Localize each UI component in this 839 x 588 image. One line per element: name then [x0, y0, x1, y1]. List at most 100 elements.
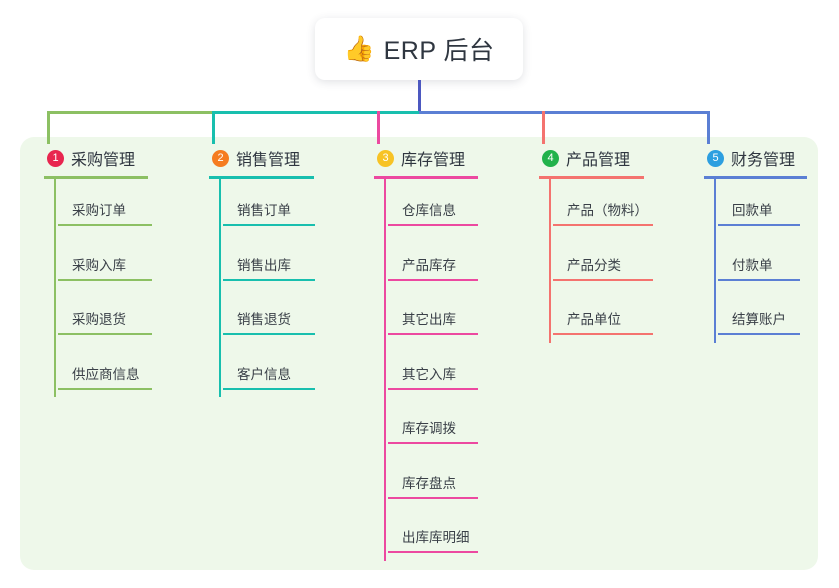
branch-spine-4 — [549, 179, 551, 343]
branch-item-rule — [223, 278, 315, 281]
branch-item[interactable]: 付款单 — [718, 234, 807, 289]
branch-item-label: 其它入库 — [402, 366, 456, 382]
branch-badge-4: 4 — [542, 149, 559, 167]
branch-item-rule — [718, 224, 800, 226]
branch-item-rule — [718, 333, 800, 335]
branch-items-1: 采购订单采购入库采购退货供应商信息 — [44, 179, 152, 397]
branch-item-label: 供应商信息 — [72, 366, 140, 382]
branch-spine-1 — [54, 179, 56, 397]
branch-item-label: 采购退货 — [72, 312, 126, 327]
branch-item-label: 产品（物料） — [567, 203, 648, 218]
branch-3: 3 库存管理仓库信息产品库存其它出库其它入库库存调拨库存盘点出库库明细 — [374, 145, 478, 561]
branch-item[interactable]: 回款单 — [718, 179, 807, 234]
branch-item-rule — [388, 387, 478, 390]
branch-item-rule — [388, 224, 478, 226]
branch-rule-5 — [704, 176, 807, 179]
branch-item-rule — [388, 442, 478, 444]
branch-item-label: 销售出库 — [237, 257, 291, 273]
branch-item[interactable]: 仓库信息 — [388, 179, 478, 234]
branch-item-label: 回款单 — [732, 203, 773, 218]
branch-item[interactable]: 产品分类 — [553, 234, 653, 289]
branch-item-label: 其它出库 — [402, 312, 456, 327]
branch-badge-2: 2 — [212, 149, 229, 167]
branch-item[interactable]: 采购退货 — [58, 288, 152, 343]
branch-item-rule — [388, 333, 478, 335]
branch-items-4: 产品（物料） 产品分类产品单位 — [539, 179, 653, 343]
branch-item[interactable]: 采购订单 — [58, 179, 152, 234]
branch-item-rule — [223, 333, 315, 335]
connector-drop-5 — [707, 111, 710, 144]
branch-rule-3 — [374, 176, 478, 179]
branch-title-4: 产品管理 — [566, 152, 631, 169]
branch-header-5[interactable]: 5 财务管理 — [704, 145, 807, 171]
branch-spine-2 — [219, 179, 221, 397]
connector-hbar-3 — [419, 111, 710, 114]
branch-header-1[interactable]: 1 采购管理 — [44, 145, 152, 171]
branch-item[interactable]: 销售出库 — [223, 234, 315, 289]
branch-title-2: 销售管理 — [236, 152, 301, 169]
branch-item[interactable]: 库存盘点 — [388, 452, 478, 507]
branch-item[interactable]: 产品（物料） — [553, 179, 653, 234]
branch-item-rule — [718, 278, 800, 281]
branch-item-label: 仓库信息 — [402, 203, 456, 218]
branch-item[interactable]: 供应商信息 — [58, 343, 152, 398]
root-node[interactable]: 👍 ERP 后台 — [315, 18, 523, 80]
branch-item-rule — [223, 224, 315, 226]
branch-items-3: 仓库信息产品库存其它出库其它入库库存调拨库存盘点出库库明细 — [374, 179, 478, 561]
branch-header-2[interactable]: 2 销售管理 — [209, 145, 315, 171]
branch-item[interactable]: 产品库存 — [388, 234, 478, 289]
branch-title-5: 财务管理 — [731, 152, 796, 169]
branch-badge-3: 3 — [377, 149, 394, 167]
branch-item-rule — [388, 496, 478, 499]
branch-badge-1: 1 — [47, 149, 64, 167]
branch-header-4[interactable]: 4 产品管理 — [539, 145, 653, 171]
branch-5: 5 财务管理回款单付款单结算账户 — [704, 145, 807, 343]
branch-item-label: 出库库明细 — [402, 530, 470, 545]
branch-item[interactable]: 客户信息 — [223, 343, 315, 398]
branch-item[interactable]: 采购入库 — [58, 234, 152, 289]
connector-hbar-2 — [212, 111, 422, 114]
branch-item[interactable]: 出库库明细 — [388, 506, 478, 561]
branch-item[interactable]: 其它出库 — [388, 288, 478, 343]
trunk-connector — [418, 80, 421, 113]
branch-item[interactable]: 销售退货 — [223, 288, 315, 343]
branch-item-rule — [223, 387, 315, 390]
branch-item[interactable]: 结算账户 — [718, 288, 807, 343]
branch-item-label: 产品分类 — [567, 257, 621, 273]
connector-drop-2 — [212, 111, 215, 144]
branch-item-rule — [553, 333, 653, 335]
branch-item-label: 库存调拨 — [402, 421, 456, 436]
branch-badge-5: 5 — [707, 149, 724, 167]
branch-item[interactable]: 库存调拨 — [388, 397, 478, 452]
branch-items-2: 销售订单销售出库销售退货客户信息 — [209, 179, 315, 397]
branch-title-1: 采购管理 — [71, 152, 136, 169]
branch-item[interactable]: 其它入库 — [388, 343, 478, 398]
branch-rule-4 — [539, 176, 644, 179]
branch-item-label: 客户信息 — [237, 366, 291, 382]
connector-drop-3 — [377, 111, 380, 144]
branch-item-rule — [553, 224, 653, 226]
root-title: ERP 后台 — [383, 37, 495, 65]
branch-item[interactable]: 产品单位 — [553, 288, 653, 343]
branch-title-3: 库存管理 — [401, 152, 466, 169]
branch-rule-1 — [44, 176, 148, 179]
branch-items-5: 回款单付款单结算账户 — [704, 179, 807, 343]
branch-header-3[interactable]: 3 库存管理 — [374, 145, 478, 171]
branch-item-label: 付款单 — [732, 257, 773, 273]
branch-item-rule — [553, 278, 653, 281]
branch-item-label: 产品单位 — [567, 312, 621, 327]
branch-item-rule — [58, 278, 152, 281]
connector-hbar-1 — [47, 111, 215, 114]
branch-item-rule — [58, 333, 152, 335]
connector-drop-4 — [542, 111, 545, 144]
branch-item[interactable]: 销售订单 — [223, 179, 315, 234]
branch-rule-2 — [209, 176, 314, 179]
branch-item-label: 销售退货 — [237, 312, 291, 327]
branch-item-label: 库存盘点 — [402, 475, 456, 491]
branch-item-rule — [388, 551, 478, 553]
branch-4: 4 产品管理产品（物料） 产品分类产品单位 — [539, 145, 653, 343]
branch-item-rule — [58, 387, 152, 390]
branch-item-label: 采购入库 — [72, 257, 126, 273]
thumbs-up-icon: 👍 — [343, 34, 375, 63]
connector-drop-1 — [47, 111, 50, 144]
